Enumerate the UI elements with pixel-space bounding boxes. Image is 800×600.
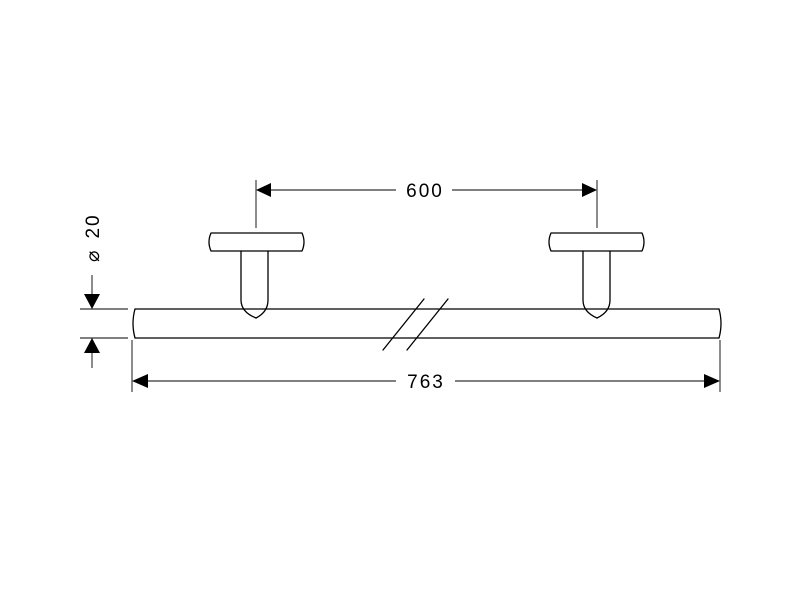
dimension-label-overall-length: 763 <box>407 372 445 393</box>
left-mount <box>208 232 305 319</box>
arrowhead-icon <box>132 374 148 388</box>
grab-bar <box>132 308 722 339</box>
arrowhead-icon <box>84 294 100 309</box>
dimension-label-diameter: 20 <box>83 213 104 238</box>
break-symbol <box>382 298 449 351</box>
dimension-diameter: ⌀ 20 <box>80 213 128 368</box>
dimension-label-mount-spacing: 600 <box>406 181 444 202</box>
arrowhead-icon <box>84 338 100 353</box>
arrowhead-icon <box>582 183 597 197</box>
svg-text:⌀20: ⌀ 20 <box>83 213 104 262</box>
arrowhead-icon <box>704 374 720 388</box>
arrowhead-icon <box>256 183 271 197</box>
right-mount <box>548 232 645 319</box>
dimension-mount-spacing: 600 <box>255 180 598 228</box>
diameter-symbol: ⌀ <box>83 249 104 262</box>
dimension-overall-length: 763 <box>131 340 721 393</box>
